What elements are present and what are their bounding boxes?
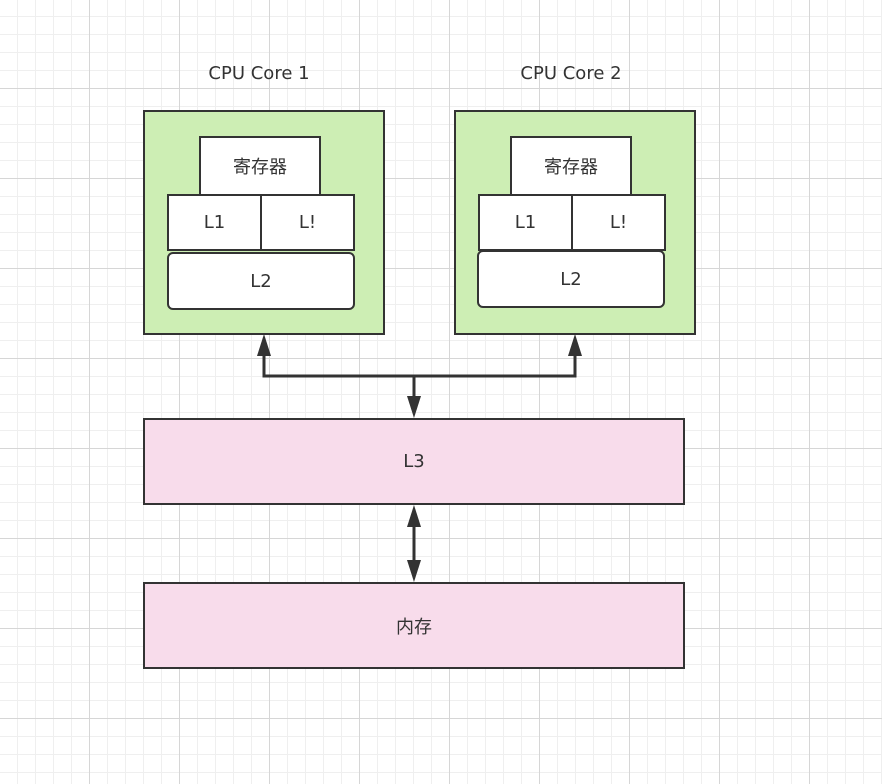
- core-1-title: CPU Core 1: [208, 63, 310, 84]
- arrowhead-memory-top: [407, 560, 421, 582]
- core-2-title: CPU Core 2: [520, 63, 622, 84]
- l3-cache: L3: [143, 418, 685, 505]
- core-1-l1-instruction: L!: [260, 194, 355, 251]
- bus-line: [262, 348, 577, 378]
- core-2-l2: L2: [477, 250, 665, 308]
- arrowhead-core-1: [257, 334, 271, 356]
- core-1-l2: L2: [167, 252, 355, 310]
- main-memory: 内存: [143, 582, 685, 669]
- arrowhead-l3-bottom: [407, 505, 421, 527]
- arrowhead-l3-top: [407, 396, 421, 418]
- arrowhead-core-2: [568, 334, 582, 356]
- core-1-l1-data: L1: [167, 194, 262, 251]
- core-2-register: 寄存器: [510, 136, 632, 196]
